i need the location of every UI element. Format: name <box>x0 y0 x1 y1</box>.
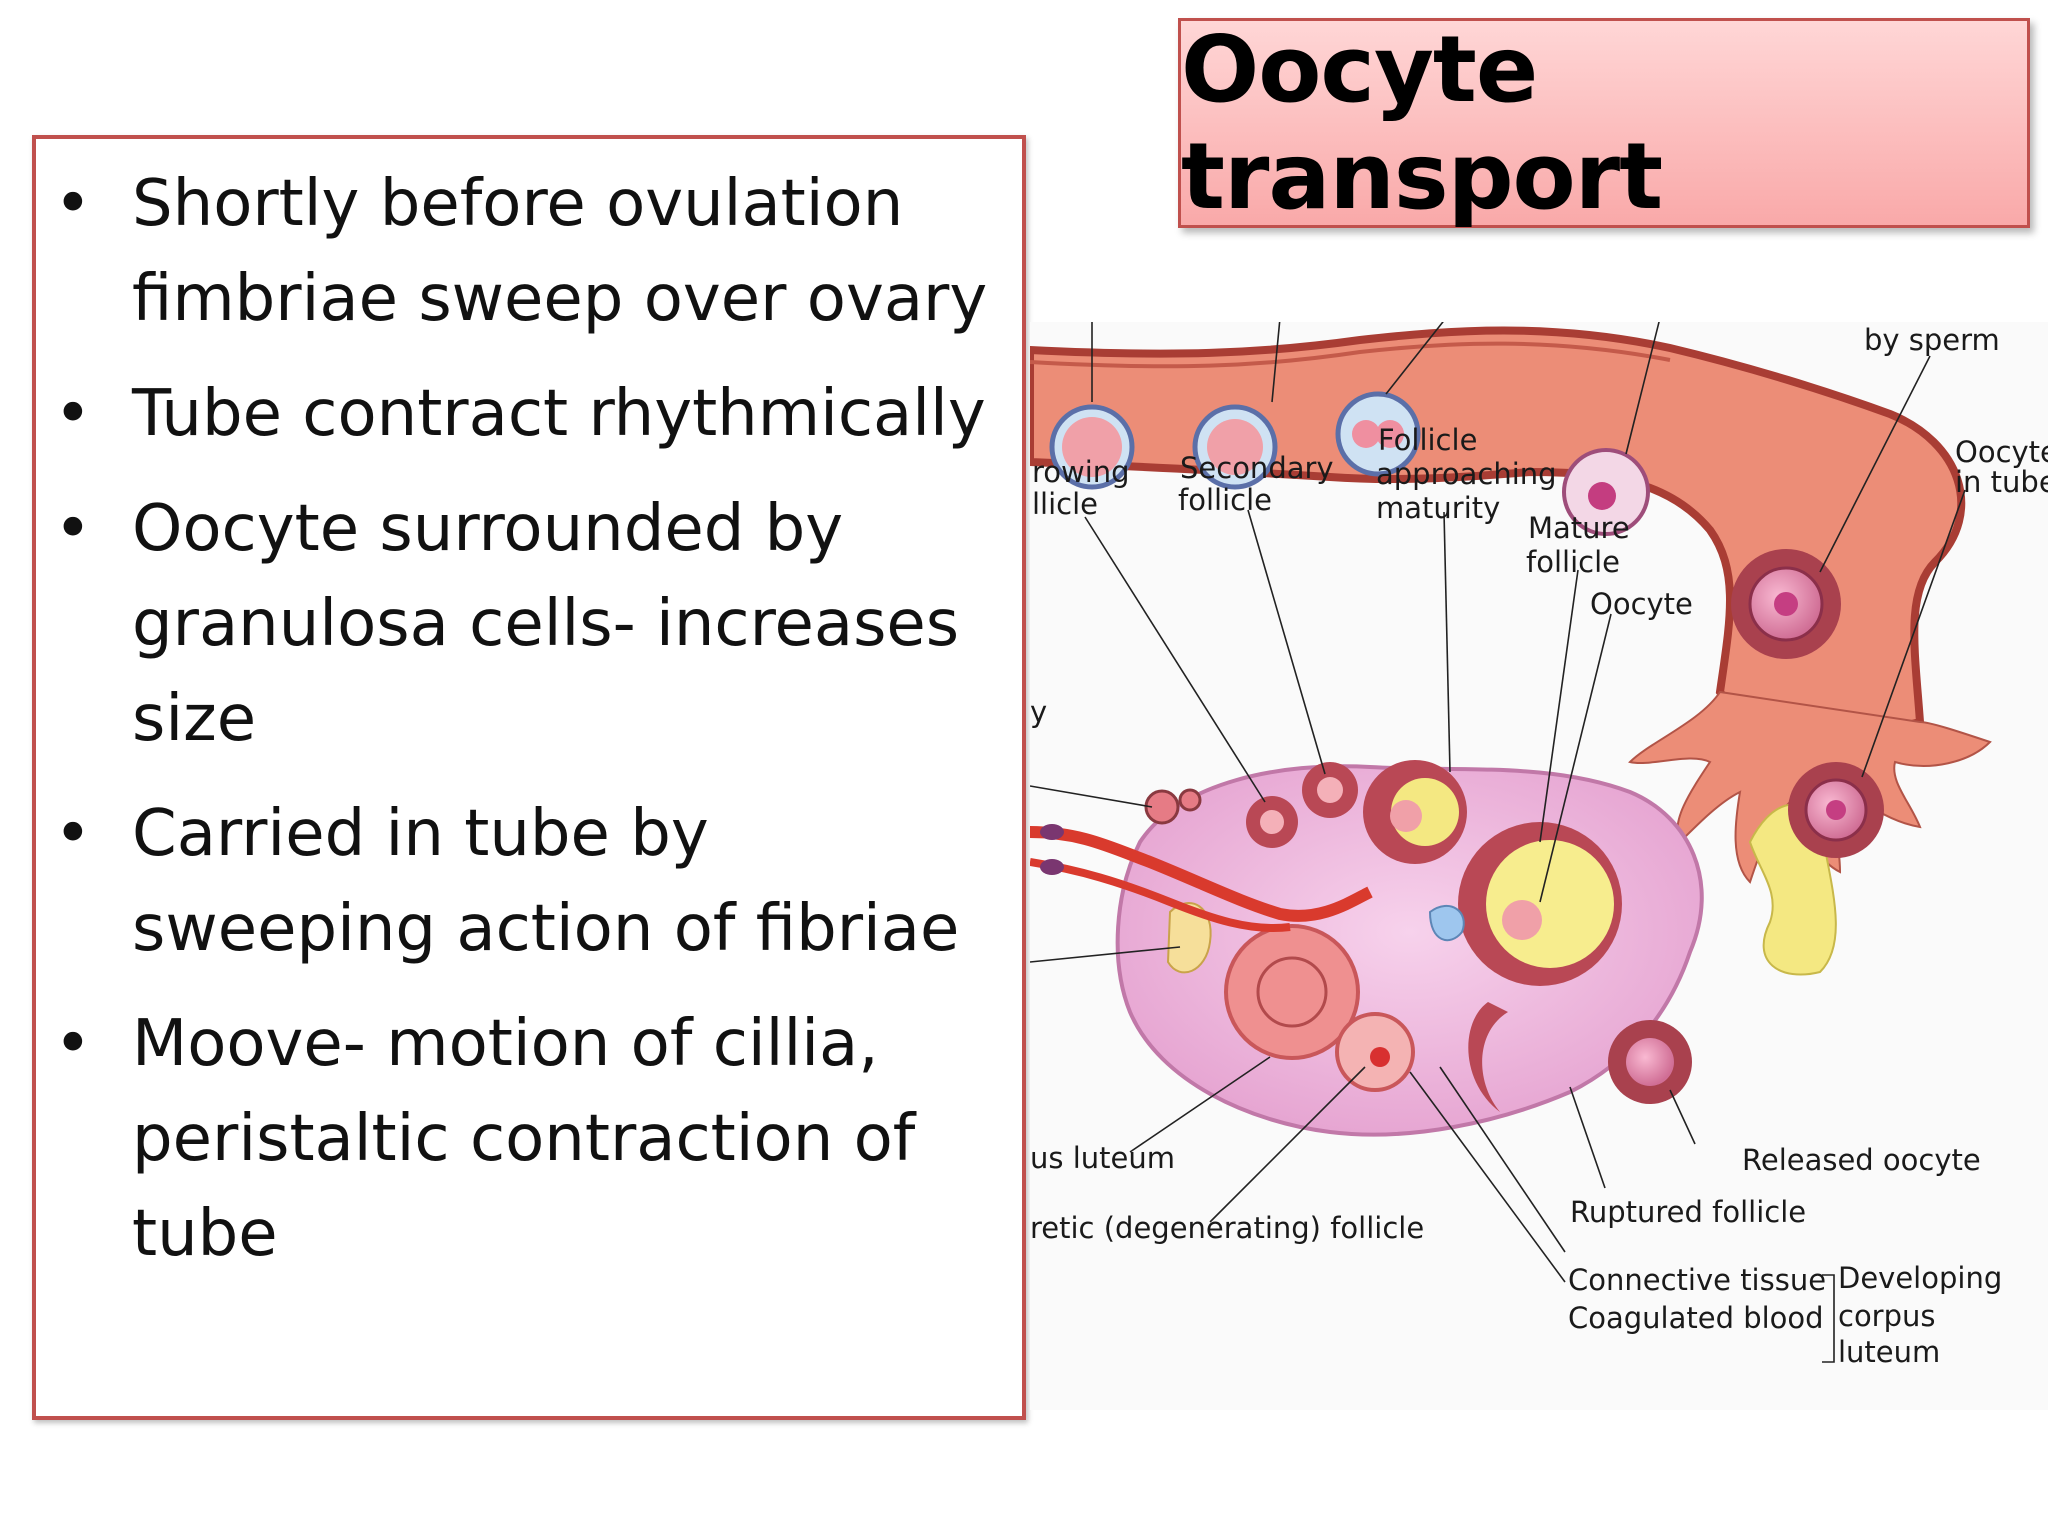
label-coagulated-blood: Coagulated blood <box>1568 1301 1824 1335</box>
slide-title: Oocyte transport <box>1181 16 1663 230</box>
label-secondary-follicle-1: Secondary <box>1180 451 1334 485</box>
label-growing-follicle-2: llicle <box>1032 487 1098 521</box>
label-mature-2: follicle <box>1526 545 1620 579</box>
oviduct-tube <box>1030 326 1966 752</box>
label-atretic-follicle: retic (degenerating) follicle <box>1030 1211 1424 1245</box>
label-secondary-follicle-2: follicle <box>1178 483 1272 517</box>
cleavage-stage-embryos <box>1049 391 1650 536</box>
bullet-marker: • <box>54 377 92 451</box>
bullet-item-1: • Shortly before ovulation fimbriae sweep … <box>36 157 1002 347</box>
bullet-line: Moove- motion of cillia, <box>132 1007 879 1081</box>
oviduct-inner-lining <box>1030 341 1671 369</box>
bullet-item-2: • Tube contract rhythmically <box>36 367 1002 462</box>
bullet-line: Oocyte surrounded by <box>132 492 844 566</box>
bullet-marker: • <box>54 797 92 871</box>
ovary-oviduct-diagram: by sperm Oocyte in tube rowing llicle Se… <box>1030 322 2048 1410</box>
label-mature-1: Mature <box>1528 511 1630 545</box>
bullet-line: Shortly before ovulation <box>132 167 904 241</box>
label-approaching-2: approaching <box>1376 457 1557 491</box>
label-oocyte-in-tube-1: Oocyte <box>1955 435 2048 469</box>
bullet-text-box: • Shortly before ovulation fimbriae sweep … <box>32 135 1026 1420</box>
bullet-line: fimbriae sweep over ovary <box>132 262 988 336</box>
oocytes-in-tube <box>1731 549 1884 858</box>
label-released-oocyte: Released oocyte <box>1742 1143 1981 1177</box>
bullet-item-3: • Oocyte surrounded by granulosa cells- in… <box>36 482 1002 767</box>
label-ovary-fragment: y <box>1030 695 1047 729</box>
label-ruptured-follicle: Ruptured follicle <box>1570 1195 1806 1229</box>
label-by-sperm: by sperm <box>1864 323 2000 357</box>
bullet-marker: • <box>54 1007 92 1081</box>
bullet-item-4: • Carried in tube by sweeping action of fi… <box>36 787 1002 977</box>
label-corpus-luteum: us luteum <box>1030 1141 1175 1175</box>
bullet-line: granulosa cells- increases <box>132 587 960 661</box>
bullet-line: Tube contract rhythmically <box>132 377 986 451</box>
bullet-item-5: • Moove- motion of cillia, peristaltic con… <box>36 997 1002 1282</box>
bullet-marker: • <box>54 167 92 241</box>
follicles <box>1144 760 1692 1112</box>
label-approaching-1: Follicle <box>1378 423 1477 457</box>
label-group: by sperm Oocyte in tube rowing llicle Se… <box>1030 323 2048 1369</box>
label-oocyte-in-tube-2: in tube <box>1955 465 2048 499</box>
label-developing-3: luteum <box>1838 1335 1940 1369</box>
label-connective-tissue: Connective tissue <box>1568 1263 1826 1297</box>
bullet-line: peristaltic contraction of <box>132 1102 916 1176</box>
bullet-marker: • <box>54 492 92 566</box>
diagram-svg: by sperm Oocyte in tube rowing llicle Se… <box>1030 322 2048 1369</box>
bullet-line: size <box>132 682 257 756</box>
label-oocyte: Oocyte <box>1590 587 1693 621</box>
label-developing-2: corpus <box>1838 1299 1936 1333</box>
bullet-list: • Shortly before ovulation fimbriae sweep … <box>36 139 1022 1282</box>
bullet-line: Carried in tube by <box>132 797 709 871</box>
bullet-line: sweeping action of fibriae <box>132 892 960 966</box>
label-leader-lines <box>1030 322 1966 1363</box>
label-approaching-3: maturity <box>1376 491 1500 525</box>
title-box: Oocyte transport <box>1178 16 2030 230</box>
bullet-line: tube <box>132 1197 278 1271</box>
label-developing-1: Developing <box>1838 1261 2002 1295</box>
ovarian-blood-vessels <box>1030 824 1373 932</box>
label-growing-follicle-1: rowing <box>1032 455 1130 489</box>
